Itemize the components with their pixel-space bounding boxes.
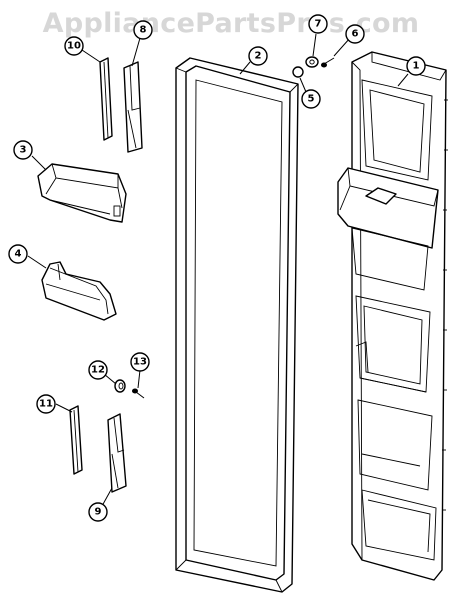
svg-text:7: 7 <box>315 19 322 30</box>
callout-2: 2 <box>248 46 268 66</box>
part-12-cap <box>114 379 126 393</box>
svg-text:3: 3 <box>20 145 27 156</box>
callout-3: 3 <box>13 140 33 160</box>
part-9-bracket <box>107 413 127 493</box>
leader-lines <box>27 33 409 507</box>
svg-text:13: 13 <box>133 357 147 368</box>
callout-13: 13 <box>130 352 150 372</box>
part-1-door-liner <box>337 51 448 581</box>
part-11-trim-strip <box>69 405 83 475</box>
part-2-door-gasket <box>175 57 299 593</box>
part-4-door-rack <box>41 261 117 321</box>
part-5-plug <box>292 66 304 78</box>
svg-text:8: 8 <box>140 25 147 36</box>
svg-text:10: 10 <box>67 41 81 52</box>
callout-10: 10 <box>64 36 84 56</box>
part-8-bracket <box>123 61 143 153</box>
callout-1: 1 <box>406 56 426 76</box>
part-10-trim-strip <box>99 57 113 141</box>
part-7-washer <box>305 56 319 68</box>
callout-6: 6 <box>345 24 365 44</box>
callout-12: 12 <box>88 360 108 380</box>
svg-text:1: 1 <box>413 61 420 72</box>
svg-text:5: 5 <box>308 94 315 105</box>
callout-4: 4 <box>8 244 28 264</box>
part-6-screw <box>321 57 335 68</box>
svg-text:6: 6 <box>352 29 359 40</box>
part-13-screw <box>132 388 145 399</box>
svg-text:9: 9 <box>95 507 102 518</box>
callout-7: 7 <box>308 14 328 34</box>
svg-text:11: 11 <box>39 399 53 410</box>
svg-text:4: 4 <box>15 249 22 260</box>
svg-text:2: 2 <box>255 51 262 62</box>
callout-9: 9 <box>88 502 108 522</box>
part-3-door-bin <box>37 163 127 223</box>
callout-8: 8 <box>133 20 153 40</box>
callout-5: 5 <box>301 89 321 109</box>
callout-11: 11 <box>36 394 56 414</box>
svg-text:12: 12 <box>91 365 105 376</box>
